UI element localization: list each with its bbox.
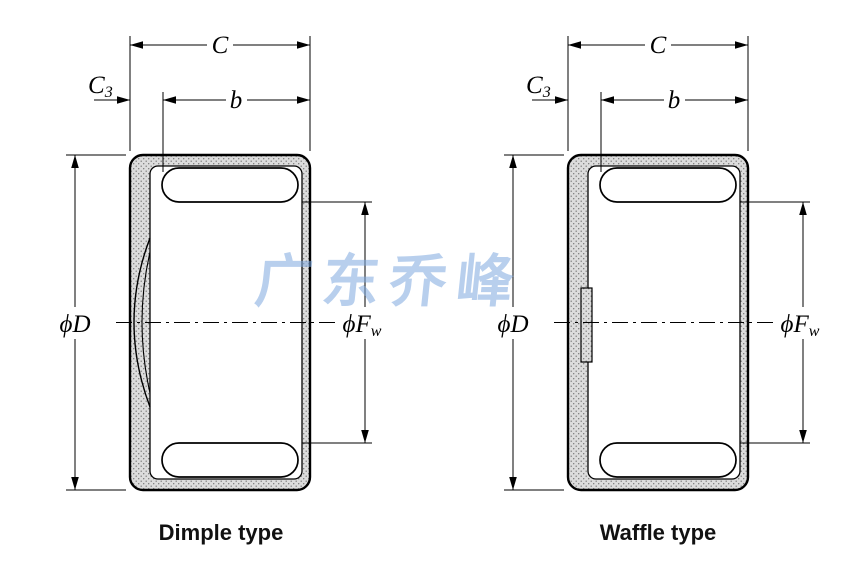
dim-arrow bbox=[799, 430, 807, 443]
dim-label-c3: C3 bbox=[88, 72, 113, 101]
dim-arrow bbox=[117, 96, 130, 104]
dim-label-phi-fw: ϕFw bbox=[343, 311, 382, 340]
dim-arrow bbox=[555, 96, 568, 104]
dim-label-c: C bbox=[212, 32, 229, 59]
label-bg bbox=[226, 86, 247, 113]
dim-arrow bbox=[130, 41, 143, 49]
caption-dimple-type: Dimple type bbox=[159, 520, 284, 545]
dimple-arc-inner bbox=[141, 251, 151, 394]
dim-label-phi-d: ϕD bbox=[60, 311, 91, 338]
label-bg bbox=[774, 307, 831, 339]
label-bg bbox=[207, 31, 233, 58]
extension-lines bbox=[504, 36, 810, 491]
extension-lines bbox=[66, 36, 372, 491]
dimple-arc-outer bbox=[133, 237, 151, 408]
dim-arrow bbox=[361, 202, 369, 215]
dim-arrow bbox=[735, 96, 748, 104]
label-bg bbox=[336, 307, 393, 339]
needle-roller-bottom bbox=[599, 442, 737, 478]
label-backgrounds bbox=[49, 31, 393, 339]
dim-arrow bbox=[297, 96, 310, 104]
dim-arrow bbox=[71, 477, 79, 490]
dim-label-c: C bbox=[650, 32, 667, 59]
dimension-arrows bbox=[71, 41, 369, 490]
dim-label-b: b bbox=[668, 87, 681, 114]
label-bg bbox=[487, 307, 539, 339]
dimension-arrows bbox=[509, 41, 807, 490]
dim-arrow bbox=[735, 41, 748, 49]
needle-roller-top bbox=[161, 167, 299, 203]
dim-arrow bbox=[799, 202, 807, 215]
dim-label-phi-fw: ϕFw bbox=[781, 311, 820, 340]
waffle-knurl bbox=[580, 287, 593, 363]
dim-label-c3: C3 bbox=[526, 72, 551, 101]
label-bg bbox=[664, 86, 685, 113]
dim-arrow bbox=[163, 96, 176, 104]
dim-label-phi-d: ϕD bbox=[498, 311, 529, 338]
right-bearing-diagram: C C3 b ϕD ϕFw Waffle type bbox=[487, 31, 831, 545]
needle-roller-bottom bbox=[161, 442, 299, 478]
dim-arrow bbox=[361, 430, 369, 443]
dim-arrow bbox=[601, 96, 614, 104]
left-bearing-diagram: C C3 b ϕD ϕFw Dimple type bbox=[49, 31, 393, 545]
dim-label-b: b bbox=[230, 87, 243, 114]
label-backgrounds bbox=[487, 31, 831, 339]
label-bg bbox=[49, 307, 101, 339]
dim-arrow bbox=[297, 41, 310, 49]
caption-waffle-type: Waffle type bbox=[600, 520, 717, 545]
needle-roller-top bbox=[599, 167, 737, 203]
dim-arrow bbox=[509, 155, 517, 168]
dim-arrow bbox=[71, 155, 79, 168]
dim-arrow bbox=[509, 477, 517, 490]
dim-arrow bbox=[568, 41, 581, 49]
label-bg bbox=[645, 31, 671, 58]
